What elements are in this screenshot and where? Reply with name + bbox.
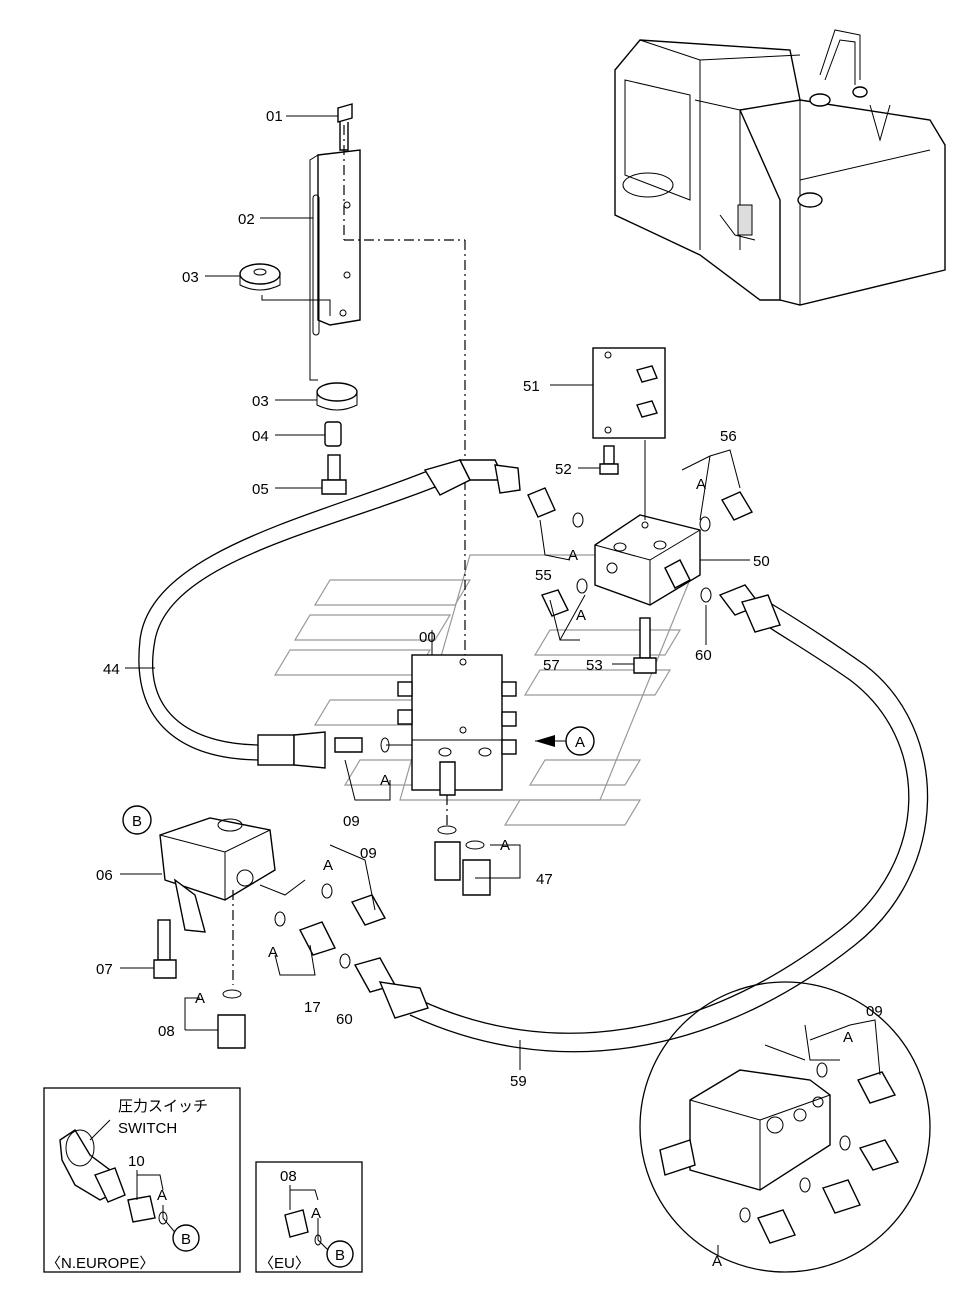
label-06: 06: [96, 867, 113, 884]
label-53: 53: [586, 657, 603, 674]
callout-b-circle: B: [122, 805, 152, 835]
a-mark: A: [576, 607, 586, 624]
callout-a-circle: A: [565, 726, 595, 756]
a-mark: A: [157, 1187, 167, 1204]
leader-lines: [120, 115, 750, 1070]
inset-n-europe: [43, 1087, 241, 1273]
label-00: 00: [419, 629, 436, 646]
label-52: 52: [555, 461, 572, 478]
switch-label-jp: 圧力スイッチ: [118, 1097, 208, 1115]
a-mark: A: [268, 944, 278, 961]
a-mark: A: [568, 547, 578, 564]
hose-44: [138, 459, 521, 769]
inset-eu: [255, 1161, 363, 1273]
label-60: 60: [695, 647, 712, 664]
valve-06: [153, 817, 387, 1049]
label-03: 03: [182, 269, 199, 286]
label-01: 01: [266, 108, 283, 125]
label-44: 44: [103, 661, 120, 678]
label-03: 03: [252, 393, 269, 410]
label-47: 47: [536, 871, 553, 888]
label-09: 09: [343, 813, 360, 830]
label-08: 08: [280, 1168, 297, 1185]
label-50: 50: [753, 553, 770, 570]
label-09: 09: [360, 845, 377, 862]
part-labels: 01 02 03 03 04 05 51 52 56 50 55 53 57 6…: [96, 108, 883, 1185]
callout-b-text: B: [132, 813, 142, 830]
a-mark: A: [696, 476, 706, 493]
callout-a-text: A: [575, 734, 585, 751]
label-60: 60: [336, 1011, 353, 1028]
a-mark: A: [843, 1029, 853, 1046]
valve-block-50: [527, 440, 754, 674]
label-57: 57: [543, 657, 560, 674]
label-55: 55: [535, 567, 552, 584]
label-56: 56: [720, 428, 737, 445]
a-mark: A: [500, 837, 510, 854]
detail-a-label: A: [712, 1253, 722, 1270]
excavator-overview: [614, 29, 946, 306]
inset-caption-n-europe: 〈N.EUROPE〉: [46, 1255, 154, 1272]
inset-caption-eu: 〈EU〉: [259, 1255, 310, 1272]
callout-b-circle-eu: B: [326, 1240, 354, 1268]
switch-label-en: SWITCH: [118, 1120, 177, 1137]
label-10: 10: [128, 1153, 145, 1170]
callout-b-circle-ne: B: [172, 1224, 200, 1252]
fittings-47: [434, 825, 491, 896]
callout-b-ne-text: B: [181, 1231, 191, 1248]
label-05: 05: [252, 481, 269, 498]
label-17: 17: [304, 999, 321, 1016]
a-mark: A: [195, 990, 205, 1007]
label-02: 02: [238, 211, 255, 228]
label-04: 04: [252, 428, 269, 445]
main-block-00: [386, 654, 517, 825]
label-08: 08: [158, 1023, 175, 1040]
label-09: 09: [866, 1003, 883, 1020]
inset-texts: 圧力スイッチ SWITCH 〈N.EUROPE〉 〈EU〉: [46, 1097, 310, 1272]
valve-block-51: [592, 347, 666, 475]
a-mark: A: [311, 1205, 321, 1222]
label-51: 51: [523, 378, 540, 395]
hose-59: [353, 584, 929, 1053]
a-mark: A: [380, 772, 390, 789]
bracket-assembly: [239, 103, 466, 660]
label-07: 07: [96, 961, 113, 978]
detail-a: [639, 981, 931, 1273]
a-mark: A: [323, 857, 333, 874]
label-59: 59: [510, 1073, 527, 1090]
callout-b-eu-text: B: [335, 1247, 345, 1264]
a-letter-marks: A A A A A A A A A A A A: [157, 476, 853, 1270]
